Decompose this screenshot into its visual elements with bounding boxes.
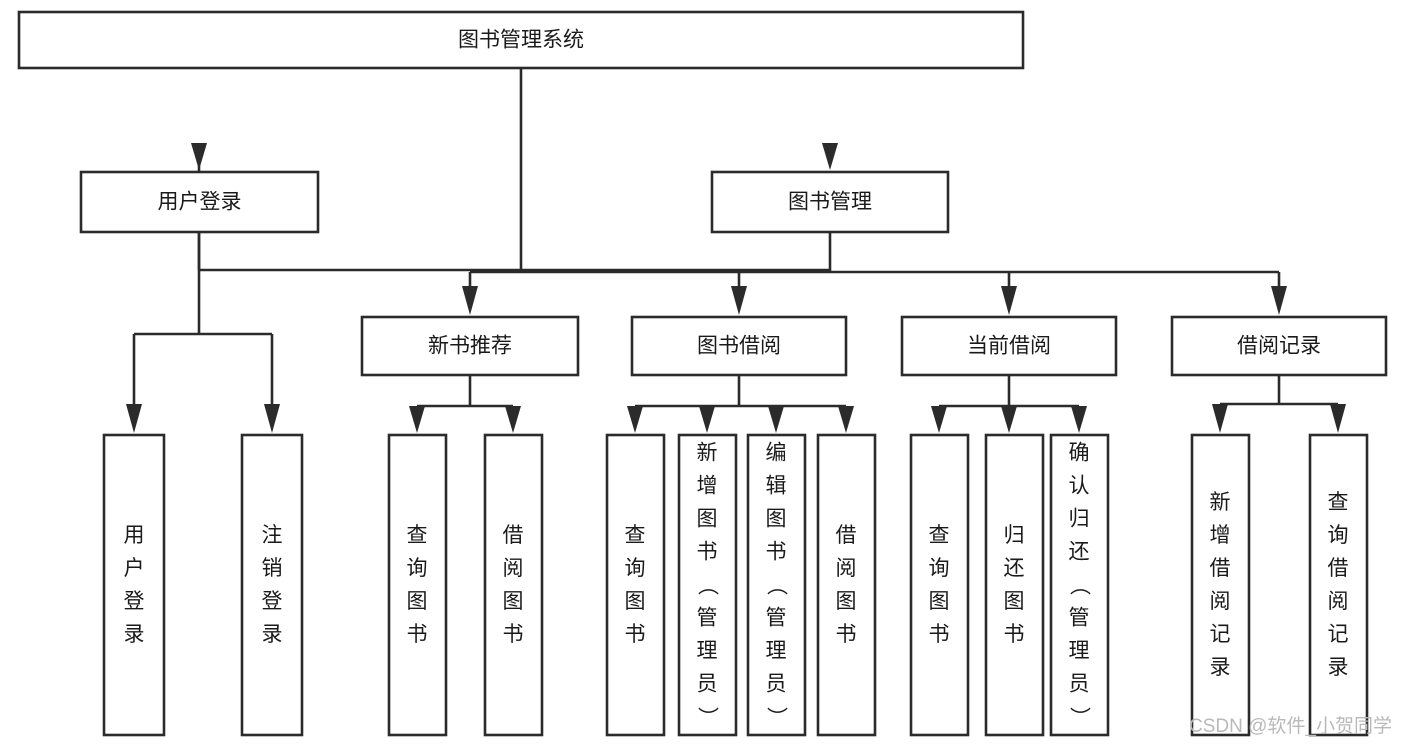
arrow-icon-ul-to-logout-leaf — [264, 404, 280, 433]
arrowheads-root-level2 — [191, 143, 838, 170]
node-borrow-record[interactable]: 借阅记录 — [1170, 315, 1388, 377]
node-leaf-query-borrow-record-rect[interactable] — [1308, 433, 1369, 737]
node-leaf-add-borrow-record-label: 新增借阅记录 — [1210, 491, 1231, 679]
node-borrow-record-label: 借阅记录 — [1237, 335, 1321, 358]
arrow-icon-br-to-add-record — [1212, 404, 1228, 433]
node-current-borrow[interactable]: 当前借阅 — [900, 315, 1118, 377]
node-leaf-query-book-current-rect[interactable] — [909, 433, 970, 737]
node-book-management-label: 图书管理 — [788, 191, 872, 214]
node-leaf-add-borrow-record-rect[interactable] — [1190, 433, 1251, 737]
arrow-icon-bb-to-borrow-book — [838, 406, 854, 433]
arrow-icon-nbr-to-borrow-book — [505, 406, 521, 433]
node-leaf-add-book-admin-label: 新增图书管理员 — [697, 442, 718, 696]
node-book-management[interactable]: 图书管理 — [710, 170, 950, 234]
connector-group-borrow-record — [1212, 375, 1346, 433]
node-leaf-query-book-borrow-rect[interactable] — [605, 433, 666, 737]
node-leaf-borrow-book-recommend[interactable]: 借阅图书 — [483, 433, 544, 737]
node-leaf-query-book-borrow[interactable]: 查询图书 — [605, 433, 666, 737]
node-leaf-borrow-book-label: 借阅图书 — [836, 524, 857, 646]
svg-text:（: （ — [1068, 575, 1091, 596]
connector-group-book-management — [462, 232, 1287, 315]
node-root[interactable]: 图书管理系统 — [17, 10, 1025, 70]
node-leaf-borrow-book-recommend-rect[interactable] — [483, 433, 544, 737]
node-leaf-edit-book-admin-label: 编辑图书管理员 — [766, 442, 787, 696]
svg-text:（: （ — [696, 575, 719, 596]
node-leaf-user-login[interactable]: 用户登录 — [102, 433, 166, 737]
node-current-borrow-label: 当前借阅 — [967, 335, 1051, 358]
arrow-icon-bb-to-add-book — [699, 406, 715, 433]
svg-text:）: ） — [696, 707, 719, 728]
connector-group-new-book-recommend — [409, 375, 521, 433]
watermark-text: CSDN @软件_小贺同学 — [1189, 715, 1392, 737]
node-leaf-return-book[interactable]: 归还图书 — [984, 433, 1045, 737]
node-leaf-query-book-current[interactable]: 查询图书 — [909, 433, 970, 737]
arrow-icon-br-to-query-record — [1330, 404, 1346, 433]
node-leaf-borrow-book-recommend-label: 借阅图书 — [503, 524, 524, 646]
node-leaf-query-book-current-label: 查询图书 — [929, 524, 950, 646]
node-book-management-rect[interactable] — [710, 170, 950, 234]
node-new-book-recommend[interactable]: 新书推荐 — [360, 315, 580, 377]
node-leaf-add-book-admin-rect[interactable] — [677, 433, 738, 737]
arrow-icon-bm-to-book-borrow — [731, 286, 747, 315]
arrow-icon-root-to-user-login — [191, 143, 207, 170]
arrow-icon-nbr-to-query-book — [409, 406, 425, 433]
arrow-icon-ul-to-user-login-leaf — [126, 404, 142, 433]
node-root-label: 图书管理系统 — [458, 29, 584, 52]
node-leaf-borrow-book[interactable]: 借阅图书 — [816, 433, 877, 737]
node-leaf-query-book-recommend[interactable]: 查询图书 — [387, 433, 448, 737]
node-user-login-label: 用户登录 — [158, 191, 242, 214]
node-borrow-record-rect[interactable] — [1170, 315, 1388, 377]
arrow-icon-bb-to-query-book — [627, 406, 643, 433]
node-new-book-recommend-label: 新书推荐 — [428, 335, 512, 358]
node-leaf-user-login-rect[interactable] — [102, 433, 166, 737]
node-leaf-edit-book-admin-rect[interactable] — [746, 433, 807, 737]
node-leaf-add-book-admin[interactable]: 新增图书管理员 （ ） — [677, 433, 738, 737]
node-leaf-query-book-borrow-label: 查询图书 — [625, 524, 646, 646]
arrow-icon-cb-to-return-book — [1001, 406, 1017, 433]
node-leaf-query-borrow-record[interactable]: 查询借阅记录 — [1308, 433, 1369, 737]
node-leaf-query-book-recommend-label: 查询图书 — [407, 524, 428, 646]
node-user-login[interactable]: 用户登录 — [79, 170, 320, 234]
node-root-rect[interactable] — [17, 10, 1025, 70]
connector-group-root — [197, 68, 830, 272]
node-leaf-borrow-book-rect[interactable] — [816, 433, 877, 737]
node-book-borrow[interactable]: 图书借阅 — [630, 315, 848, 377]
svg-text:）: ） — [765, 707, 788, 728]
node-leaf-add-borrow-record[interactable]: 新增借阅记录 — [1190, 433, 1251, 737]
connector-group-user-login — [126, 232, 280, 433]
arrow-icon-bm-to-current-borrow — [1001, 286, 1017, 315]
node-leaf-query-book-recommend-rect[interactable] — [387, 433, 448, 737]
arrow-icon-cb-to-confirm-return — [1071, 406, 1087, 433]
node-leaf-confirm-return-admin-rect[interactable] — [1049, 433, 1110, 737]
arrow-icon-bb-to-edit-book — [768, 406, 784, 433]
arrow-icon-cb-to-query-book — [931, 406, 947, 433]
svg-text:）: ） — [1068, 707, 1091, 728]
arrow-icon-bm-to-new-book-recommend — [462, 286, 478, 315]
node-leaf-user-login-label: 用户登录 — [124, 524, 145, 646]
node-leaf-logout-login-label: 注销登录 — [262, 524, 283, 646]
node-leaf-logout-login-rect[interactable] — [240, 433, 304, 737]
arrow-icon-bm-to-borrow-record — [1271, 286, 1287, 315]
node-leaf-confirm-return-admin[interactable]: 确认归还管理员 （ ） — [1049, 433, 1110, 737]
svg-text:（: （ — [765, 575, 788, 596]
node-leaf-confirm-return-admin-label: 确认归还管理员 — [1069, 442, 1090, 696]
connector-group-current-borrow — [931, 375, 1087, 433]
leaf-nodes: 用户登录 注销登录 查询图书 借阅图书 查询图书 新增图书管理员 （ — [102, 433, 1369, 737]
node-leaf-return-book-label: 归还图书 — [1004, 524, 1025, 646]
node-book-borrow-label: 图书借阅 — [697, 335, 781, 358]
node-leaf-edit-book-admin[interactable]: 编辑图书管理员 （ ） — [746, 433, 807, 737]
node-user-login-rect[interactable] — [79, 170, 320, 234]
connector-group-book-borrow — [627, 375, 854, 433]
node-leaf-query-borrow-record-label: 查询借阅记录 — [1328, 491, 1349, 679]
node-leaf-return-book-rect[interactable] — [984, 433, 1045, 737]
node-leaf-logout-login[interactable]: 注销登录 — [240, 433, 304, 737]
arrow-icon-root-to-book-management — [822, 143, 838, 170]
